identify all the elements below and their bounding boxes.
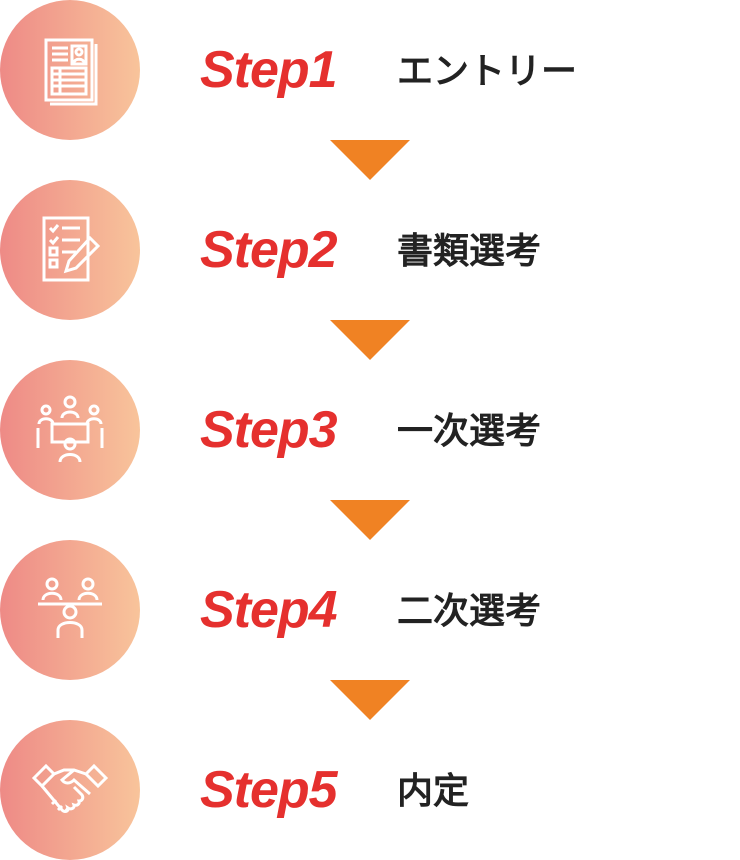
arrow-down-icon (330, 320, 410, 360)
step-4: Step4 二次選考 (0, 540, 740, 680)
step-label: Step3 (200, 401, 338, 459)
arrow-down-icon (330, 500, 410, 540)
checklist-pen-icon (0, 180, 140, 320)
step-label: Step2 (200, 221, 338, 279)
step-3: Step3 一次選考 (0, 360, 740, 500)
step-label: Step4 (200, 581, 338, 639)
arrow-down-icon (330, 680, 410, 720)
step-1: Step1 エントリー (0, 0, 740, 140)
step-label: Step5 (200, 761, 338, 819)
handshake-icon (0, 720, 140, 860)
step-name: 内定 (397, 771, 470, 812)
step-label: Step1 (200, 41, 338, 99)
step-name: エントリー (397, 51, 578, 92)
step-name: 書類選考 (397, 231, 542, 272)
group-meeting-icon (0, 360, 140, 500)
resume-icon (0, 0, 140, 140)
step-2: Step2 書類選考 (0, 180, 740, 320)
step-name: 二次選考 (397, 591, 542, 632)
step-5: Step5 内定 (0, 720, 740, 860)
interview-icon (0, 540, 140, 680)
arrow-down-icon (330, 140, 410, 180)
step-name: 一次選考 (397, 411, 542, 452)
